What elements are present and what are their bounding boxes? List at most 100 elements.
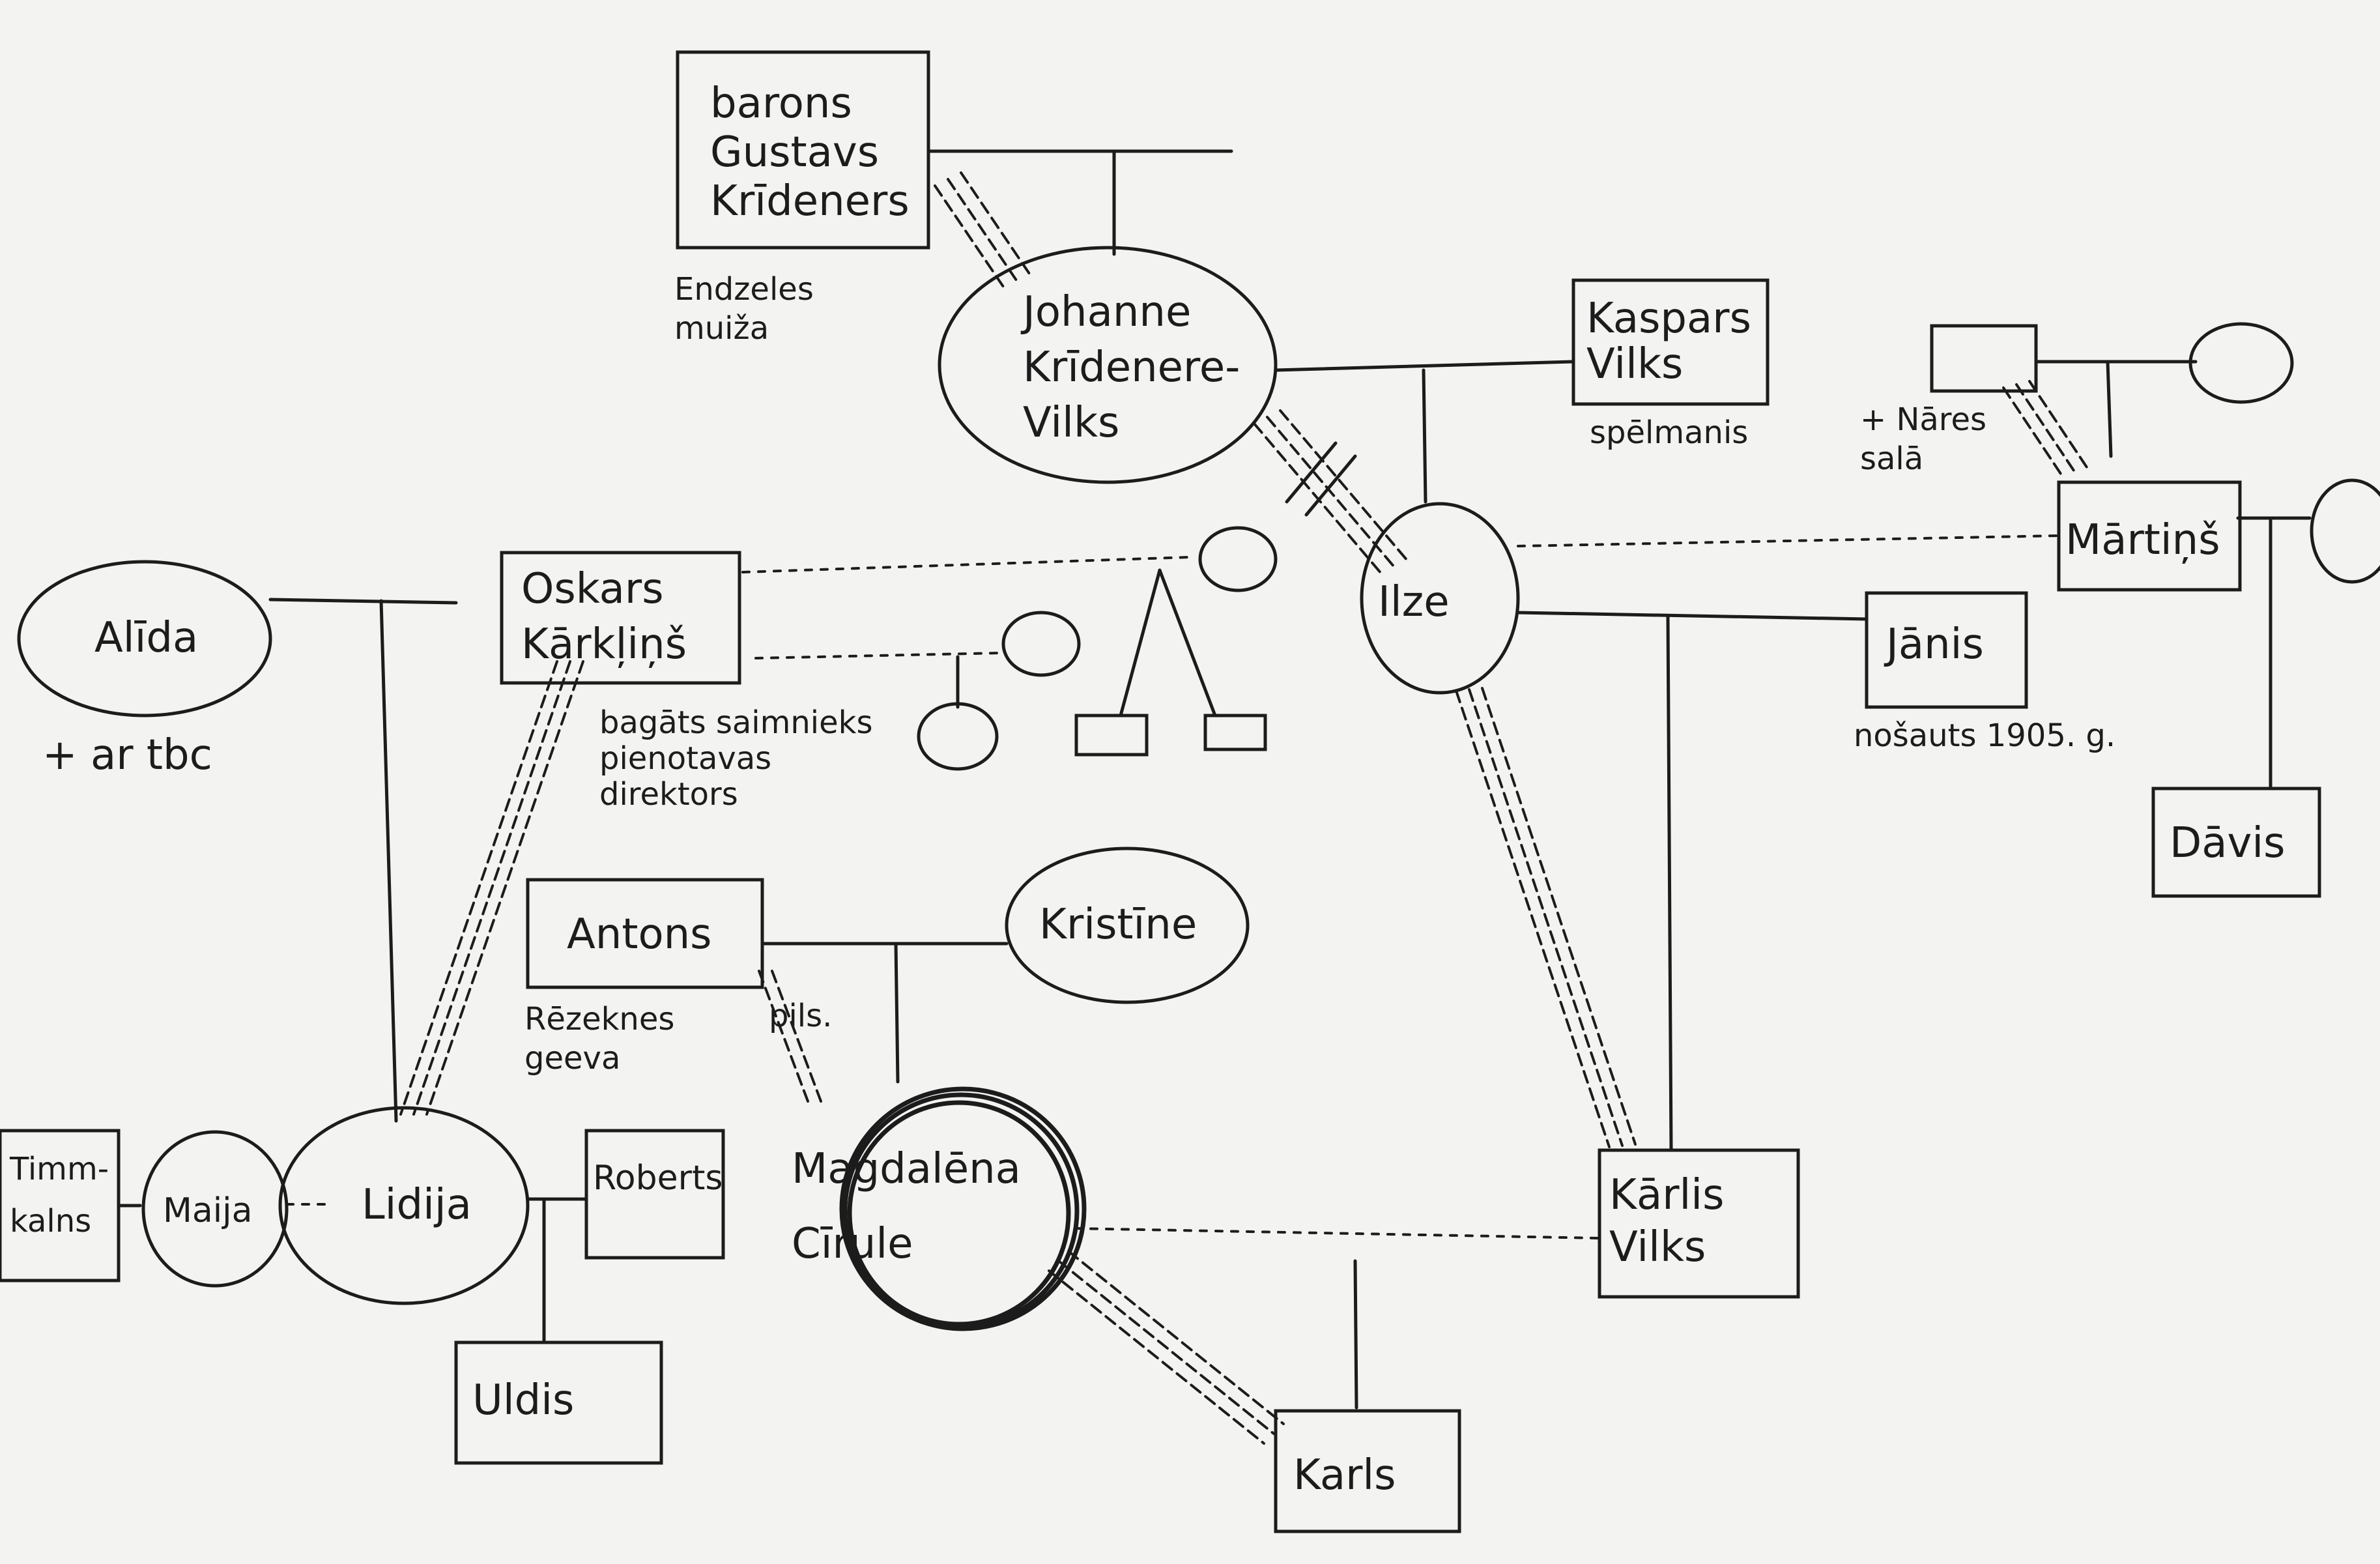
person-karlis-box	[1598, 1148, 1800, 1299]
line-ilze-janis	[1516, 611, 1869, 621]
oskars-other-family	[917, 526, 1278, 771]
note-oskars-line-2: pienotavas	[599, 740, 771, 777]
person-timmkalns-line-2: kalns	[10, 1203, 91, 1239]
person-kristine-shape	[1005, 847, 1250, 1004]
dashed-magdalena-karls	[1048, 1250, 1285, 1445]
line-ilze-janis-child	[1666, 614, 1673, 1152]
note-endzeles-line-2: muiža	[674, 310, 769, 347]
line-karlis-karls	[1353, 1259, 1358, 1410]
note-janis: nošauts 1905. g.	[1854, 717, 2115, 754]
person-janis-box	[1865, 591, 2028, 709]
person-gustavs-line-2: Gustavs	[710, 128, 879, 177]
dashed-antons-magdalena	[758, 970, 822, 1103]
person-karls-line-1: Karls	[1293, 1451, 1396, 1499]
person-uldis-box	[454, 1340, 663, 1465]
person-gustavs-line-3: Krīdeners	[710, 177, 910, 225]
person-karlis-line-2: Vilks	[1609, 1223, 1706, 1271]
dashed-gustavs-johanne	[934, 171, 1031, 288]
dashed-johanne-ilze	[1253, 409, 1409, 575]
person-johanne-line-3: Vilks	[1023, 399, 1119, 447]
person-maija-shape	[141, 1130, 289, 1288]
family-lines	[117, 149, 2312, 1410]
note-antons-pils-line-1: pils.	[769, 998, 832, 1034]
divorce-mark-2	[1304, 454, 1357, 517]
person-uldis: Uldis	[472, 1376, 574, 1425]
person-magdalena-line-2: Cīrule	[792, 1220, 913, 1268]
person-kaspars-line-2: Vilks	[1586, 340, 1683, 388]
unnamed-man-nares	[1930, 324, 2038, 393]
person-timmkalns: Timm-kalns	[9, 1151, 109, 1239]
person-antons: Antons	[567, 910, 712, 959]
person-johanne-line-1: Johanne	[1020, 288, 1191, 336]
person-davis-line-1: Dāvis	[2170, 819, 2286, 867]
person-alida-line-1: Alīda	[94, 614, 198, 662]
person-janis-line-1: Jānis	[1884, 620, 1984, 669]
person-maija-line-1: Maija	[163, 1191, 253, 1230]
dotted-oskars-2	[754, 652, 1001, 659]
dashed-nares-martins	[2002, 380, 2089, 477]
dotted-magdalena-karlis	[1074, 1227, 1601, 1239]
person-karls: Karls	[1293, 1451, 1396, 1499]
person-roberts-line-1: Roberts	[593, 1159, 723, 1198]
person-kristine-line-1: Kristīne	[1039, 901, 1197, 949]
note-antons-line-2: geeva	[524, 1040, 620, 1077]
person-roberts-box	[584, 1129, 725, 1260]
dashed-lines	[399, 171, 2089, 1445]
person-lidija-line-1: Lidija	[362, 1181, 472, 1229]
person-ilze-line-1: Ilze	[1378, 578, 1450, 626]
line-fork-right	[1158, 568, 1217, 717]
person-lidija: Lidija	[362, 1181, 472, 1229]
person-uldis-line-1: Uldis	[472, 1376, 574, 1425]
person-ilze-shape	[1360, 502, 1520, 695]
person-magdalena-line-1: Magdalēna	[792, 1145, 1021, 1193]
person-janis: Jānis	[1884, 620, 1984, 669]
unnamed-woman-nares	[2188, 322, 2294, 404]
person-lidija-shape	[278, 1106, 530, 1305]
unnamed-woman-martins-spouse	[2310, 478, 2380, 584]
unnamed-woman-1	[1198, 526, 1278, 592]
person-martins-box	[2057, 480, 2242, 592]
note-kaspars-role-line-1: spēlmanis	[1590, 414, 1748, 451]
person-alida-shape	[17, 560, 272, 717]
person-oskars-line-1: Oskars	[521, 565, 664, 613]
person-oskars-box	[500, 551, 741, 685]
dashed-oskars-lidija	[399, 660, 584, 1116]
line-alida-oskars	[268, 598, 458, 605]
person-timmkalns-box	[0, 1129, 121, 1282]
person-oskars-line-2: Kārkļiņš	[521, 620, 687, 669]
person-kristine: Kristīne	[1039, 901, 1197, 949]
dotted-oskars-1	[741, 556, 1190, 573]
person-karlis-line-1: Kārlis	[1609, 1171, 1724, 1219]
note-antons-pils: pils.	[769, 998, 832, 1034]
note-kaspars-role: spēlmanis	[1590, 414, 1748, 451]
line-nares-child	[2106, 360, 2113, 458]
person-magdalena-shape	[839, 1086, 1087, 1331]
person-maija: Maija	[163, 1191, 253, 1230]
person-davis-box	[2151, 787, 2321, 898]
note-oskars-line-1: bagāts saimnieks	[599, 704, 872, 741]
person-roberts: Roberts	[593, 1159, 723, 1198]
line-antons-magdalena	[894, 942, 900, 1084]
note-nares-line-1: + Nāres	[1860, 401, 1986, 438]
divorce-mark-1	[1285, 441, 1338, 504]
line-alida-lidija	[379, 599, 398, 1123]
note-antons-line-1: Rēzeknes	[524, 1001, 674, 1037]
note-oskars-line-3: direktors	[599, 776, 738, 813]
person-davis: Dāvis	[2170, 819, 2286, 867]
person-alida: Alīda	[94, 614, 198, 662]
dashed-ilze-karlis	[1455, 687, 1637, 1148]
note-alida-line-1: + ar tbc	[42, 731, 212, 779]
line-johanne-kaspars-child	[1422, 368, 1427, 504]
note-nares-line-2: salā	[1860, 441, 1923, 477]
note-endzeles-line-1: Endzeles	[674, 271, 814, 308]
note-janis-line-1: nošauts 1905. g.	[1854, 717, 2115, 754]
